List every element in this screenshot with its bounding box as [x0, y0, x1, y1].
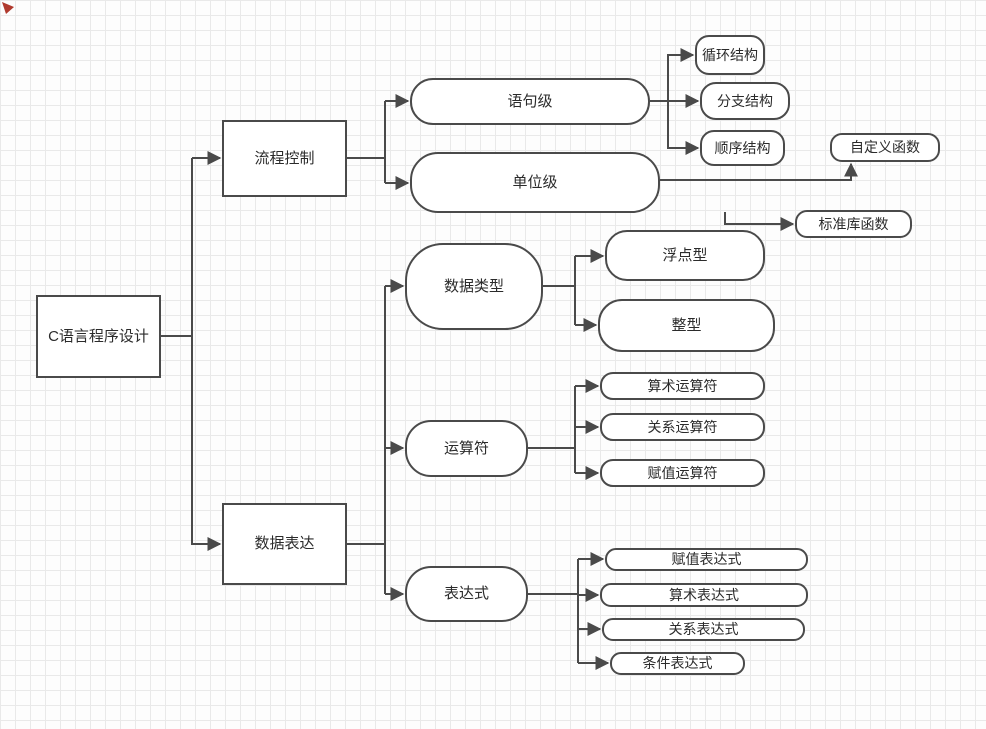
- node-arithmetic-operator[interactable]: 算术运算符: [600, 372, 765, 400]
- node-data-type-label: 数据类型: [443, 277, 504, 295]
- node-unit-level-label: 单位级: [512, 173, 558, 191]
- node-integer-type-label: 整型: [671, 316, 702, 334]
- node-conditional-expression-label: 条件表达式: [642, 655, 713, 672]
- node-flow-control-label: 流程控制: [254, 149, 315, 167]
- node-branch-structure-label: 分支结构: [717, 92, 773, 109]
- node-root-label: C语言程序设计: [48, 327, 149, 345]
- node-relational-expression-label: 关系表达式: [668, 621, 739, 638]
- node-custom-function-label: 自定义函数: [850, 139, 920, 156]
- edge-statement-loop: [650, 48, 695, 102]
- node-loop-structure[interactable]: 循环结构: [695, 35, 765, 75]
- node-data-type[interactable]: 数据类型: [405, 243, 543, 330]
- node-conditional-expression[interactable]: 条件表达式: [610, 652, 745, 675]
- edge-statement-sequence: [650, 100, 700, 155]
- node-float-type[interactable]: 浮点型: [605, 230, 765, 281]
- node-arithmetic-expression[interactable]: 算术表达式: [600, 583, 808, 607]
- node-relational-expression[interactable]: 关系表达式: [602, 618, 805, 641]
- node-arithmetic-operator-label: 算术运算符: [647, 377, 718, 394]
- node-statement-level-label: 语句级: [507, 92, 553, 110]
- node-assignment-expression[interactable]: 赋值表达式: [605, 548, 808, 571]
- node-data-expression[interactable]: 数据表达: [222, 503, 347, 585]
- node-integer-type[interactable]: 整型: [598, 299, 775, 352]
- node-float-type-label: 浮点型: [662, 246, 708, 264]
- node-flow-control[interactable]: 流程控制: [222, 120, 347, 197]
- node-relational-operator[interactable]: 关系运算符: [600, 413, 765, 441]
- node-expression-label: 表达式: [443, 585, 489, 603]
- red-marker-icon: [2, 2, 14, 14]
- node-assignment-operator-label: 赋值运算符: [647, 464, 718, 481]
- edge-unit-standard-library: [724, 212, 795, 231]
- node-loop-structure-label: 循环结构: [702, 46, 758, 63]
- node-expression[interactable]: 表达式: [405, 566, 528, 622]
- node-arithmetic-expression-label: 算术表达式: [669, 586, 739, 603]
- node-custom-function[interactable]: 自定义函数: [830, 133, 940, 162]
- node-operator-label: 运算符: [443, 439, 489, 457]
- node-relational-operator-label: 关系运算符: [647, 418, 718, 435]
- node-unit-level[interactable]: 单位级: [410, 152, 660, 213]
- node-root[interactable]: C语言程序设计: [36, 295, 161, 378]
- node-statement-level[interactable]: 语句级: [410, 78, 650, 125]
- node-operator[interactable]: 运算符: [405, 420, 528, 477]
- node-sequence-structure-label: 顺序结构: [714, 139, 771, 156]
- edge-unit-custom-function: [660, 162, 858, 181]
- node-sequence-structure[interactable]: 顺序结构: [700, 130, 785, 166]
- node-standard-library-function[interactable]: 标准库函数: [795, 210, 912, 238]
- node-standard-library-function-label: 标准库函数: [818, 215, 889, 232]
- node-assignment-expression-label: 赋值表达式: [671, 551, 742, 568]
- node-data-expression-label: 数据表达: [254, 535, 315, 553]
- node-branch-structure[interactable]: 分支结构: [700, 82, 790, 120]
- node-assignment-operator[interactable]: 赋值运算符: [600, 459, 765, 487]
